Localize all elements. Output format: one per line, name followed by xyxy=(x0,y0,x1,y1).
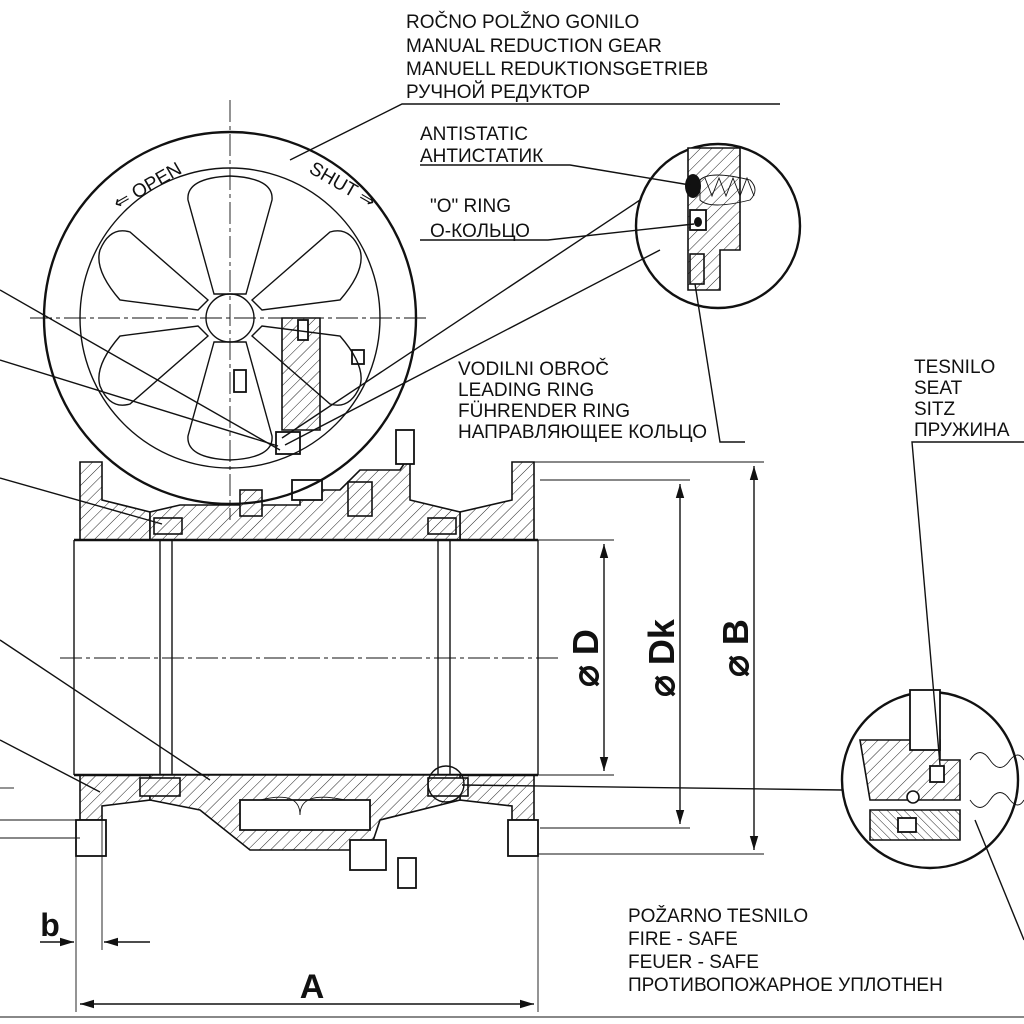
dim-A-label: A xyxy=(300,968,325,1006)
dim-Dk-label: ⌀ Dk xyxy=(641,618,682,697)
gear-label-ru: РУЧНОЙ РЕДУКТОР xyxy=(406,81,590,103)
label-seat: TESNILO SEAT SITZ ПРУЖИНА xyxy=(914,357,1010,441)
handwheel xyxy=(42,130,418,506)
fire-safe-label-ru: ПРОТИВОПОЖАРНОЕ УПЛОТНЕН xyxy=(628,975,943,996)
gear-label-de: MANUELL REDUKTIONSGETRIEB xyxy=(406,59,708,80)
leader-lines xyxy=(0,103,1024,941)
fire-safe-label-sl: POŽARNO TESNILO xyxy=(628,905,808,927)
label-manual-gear: ROČNO POLŽNO GONILO MANUAL REDUCTION GEA… xyxy=(406,11,708,103)
leading-ring-label-de: FÜHRENDER RING xyxy=(458,401,630,422)
antistatic-label-en: ANTISTATIC xyxy=(420,124,528,145)
seat-label-sl: TESNILO xyxy=(914,357,995,378)
antistatic-label-ru: АНТИСТАТИК xyxy=(420,146,543,167)
label-antistatic: ANTISTATIC АНТИСТАТИК xyxy=(420,124,543,167)
shut-label: SHUT ⇒ xyxy=(306,158,379,212)
dim-b-label: b xyxy=(40,907,60,943)
dim-B-label: ⌀ B xyxy=(715,619,756,677)
leading-ring-label-en: LEADING RING xyxy=(458,380,594,401)
oring-label-ru: O-КОЛЬЦО xyxy=(430,221,530,242)
gear-label-sl: ROČNO POLŽNO GONILO xyxy=(406,11,639,33)
seat-label-ru: ПРУЖИНА xyxy=(914,420,1010,441)
seat-label-en: SEAT xyxy=(914,378,963,399)
seat-label-de: SITZ xyxy=(914,399,956,420)
dim-D-label: ⌀ D xyxy=(565,629,606,687)
leading-ring-label-ru: НАПРАВЛЯЮЩЕЕ КОЛЬЦО xyxy=(458,422,707,443)
label-fire-safe: POŽARNO TESNILO FIRE - SAFE FEUER - SAFE… xyxy=(628,905,943,996)
gear-label-en: MANUAL REDUCTION GEAR xyxy=(406,36,662,57)
detail-circle-top xyxy=(634,142,802,310)
fire-safe-label-de: FEUER - SAFE xyxy=(628,952,759,973)
label-leading-ring: VODILNI OBROČ LEADING RING FÜHRENDER RIN… xyxy=(458,358,707,443)
fire-safe-label-en: FIRE - SAFE xyxy=(628,929,738,950)
oring-label-en: "O" RING xyxy=(430,196,511,217)
detail-circle-seat xyxy=(840,689,1024,870)
leading-ring-label-sl: VODILNI OBROČ xyxy=(458,358,609,380)
dimension-lines xyxy=(0,461,764,1012)
label-o-ring: "O" RING O-КОЛЬЦО xyxy=(430,196,530,242)
